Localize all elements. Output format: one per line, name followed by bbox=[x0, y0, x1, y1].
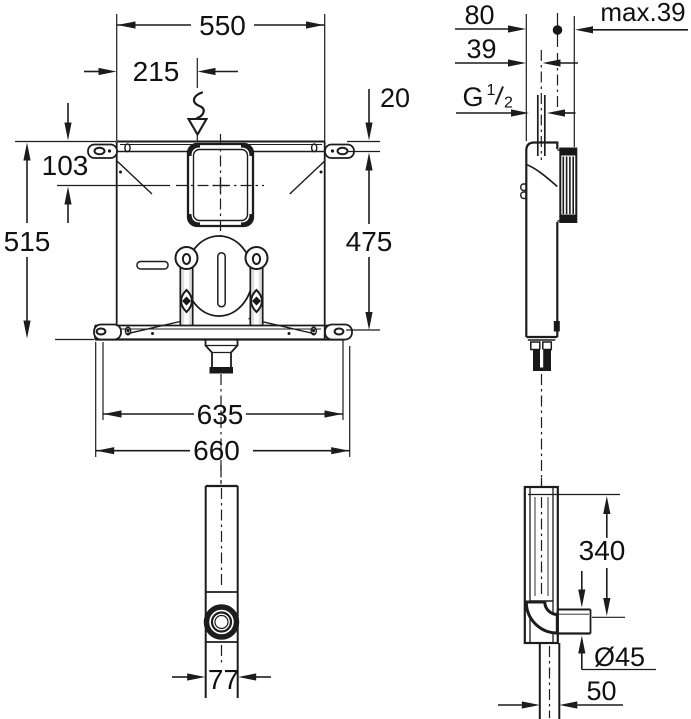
bottom-flange bbox=[93, 323, 353, 341]
dim-515: 515 bbox=[4, 226, 51, 257]
dim-50: 50 bbox=[586, 676, 616, 706]
left-slot bbox=[136, 260, 169, 270]
front-view-dimensions: 550 215 103 515 20 475 bbox=[4, 10, 410, 466]
dim-215: 215 bbox=[133, 56, 180, 87]
dim-max39: max.39 bbox=[600, 0, 685, 27]
pipe-connector-boss bbox=[203, 604, 240, 640]
reference-dot bbox=[552, 25, 563, 35]
fixing-strap-left bbox=[174, 246, 199, 326]
fixing-strap-right bbox=[244, 246, 269, 326]
thread-denominator: 2 bbox=[504, 95, 513, 112]
mounting-ears-top bbox=[87, 143, 355, 159]
inspection-shaft bbox=[176, 134, 264, 236]
side-view-dimensions: 80 max.39 39 G 1 2 bbox=[455, 0, 688, 117]
threaded-connector bbox=[557, 147, 578, 223]
side-body bbox=[520, 141, 560, 339]
center-slot bbox=[217, 252, 226, 308]
side-outlet bbox=[527, 339, 556, 371]
front-view bbox=[87, 58, 355, 484]
dim-dia45: Ø45 bbox=[594, 642, 645, 672]
flush-pipe-side-view: 340 Ø45 50 bbox=[498, 478, 656, 719]
dim-20: 20 bbox=[380, 83, 410, 113]
outlet-spigot-front bbox=[204, 339, 239, 374]
dim-475: 475 bbox=[346, 226, 393, 257]
thread-letter: G bbox=[462, 82, 483, 112]
thread-numerator: 1 bbox=[487, 82, 496, 99]
side-view bbox=[520, 13, 578, 485]
dim-80: 80 bbox=[464, 0, 494, 30]
dim-39: 39 bbox=[466, 34, 496, 64]
outlet-elbow bbox=[524, 600, 592, 635]
dim-660: 660 bbox=[193, 435, 240, 466]
dim-340: 340 bbox=[579, 535, 626, 566]
dim-103: 103 bbox=[42, 150, 89, 181]
siphon-bell-outline bbox=[184, 235, 254, 317]
dim-thread: G 1 2 bbox=[462, 82, 513, 112]
water-inlet-icon bbox=[186, 58, 209, 141]
flush-pipe-front-view: 77 bbox=[172, 465, 271, 698]
dim-77: 77 bbox=[208, 664, 239, 695]
dim-635: 635 bbox=[197, 399, 244, 430]
dim-550: 550 bbox=[199, 10, 246, 41]
